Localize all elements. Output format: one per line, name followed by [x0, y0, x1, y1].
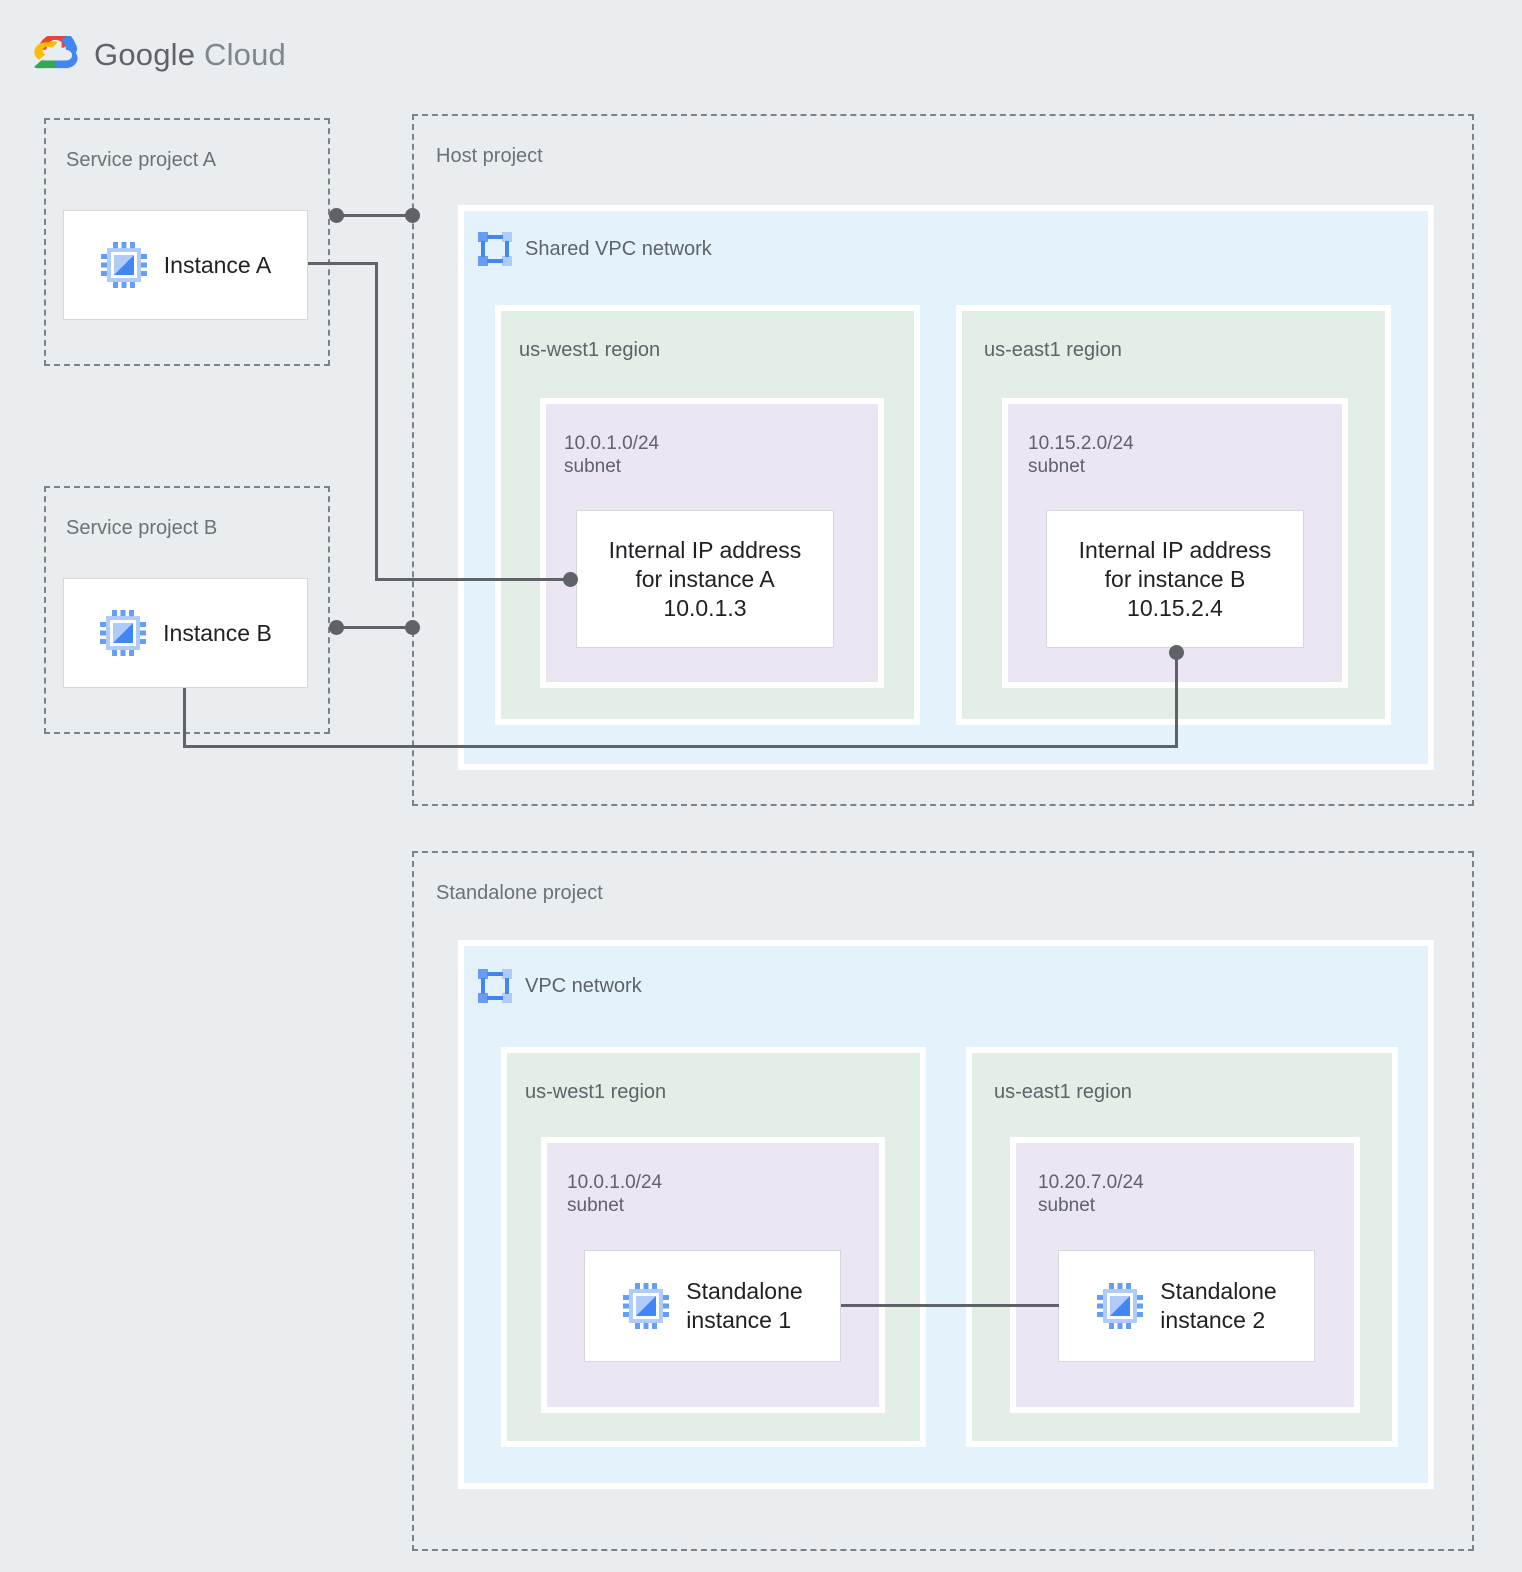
connector-b-seg1: [183, 688, 186, 748]
standalone-vpc-network-title: VPC network: [525, 974, 642, 997]
brand-cloud: Cloud: [204, 37, 286, 72]
host-project-label: Host project: [436, 145, 543, 167]
internal-ip-instance-a-text: Internal IP address for instance A 10.0.…: [608, 536, 802, 621]
host-subnet-us-west1-label: 10.0.1.0/24 subnet: [564, 433, 660, 477]
service-project-b-label: Service project B: [66, 517, 218, 539]
connector-dot-internal-ip-b: [1169, 645, 1184, 660]
host-subnet-us-east1-label: 10.15.2.0/24 subnet: [1028, 433, 1134, 477]
shared-vpc-network-title: Shared VPC network: [525, 237, 712, 260]
vm-instance-chip-icon: [1097, 1283, 1144, 1329]
connector-a-seg1: [308, 262, 378, 265]
connector-dot-host-boundary-mid: [405, 620, 420, 635]
connector-dot-host-boundary-top: [405, 208, 420, 223]
standalone-instance-1-label: Standalone instance 1: [686, 1278, 803, 1333]
connector-standalone-1-to-2: [841, 1304, 1059, 1307]
instance-b-card[interactable]: Instance B: [63, 578, 308, 688]
standalone-instance-2-card[interactable]: Standalone instance 2: [1058, 1250, 1315, 1362]
service-project-a-label: Service project A: [66, 149, 217, 171]
connector-dot-service-a-boundary: [329, 208, 344, 223]
connector-dot-service-b-boundary: [329, 620, 344, 635]
instance-a-card[interactable]: Instance A: [63, 210, 308, 320]
standalone-region-us-east1-label: us-east1 region: [994, 1081, 1132, 1103]
connector-b-seg3: [1175, 652, 1178, 748]
standalone-instance-2-label: Standalone instance 2: [1160, 1278, 1277, 1333]
standalone-project-container: Standalone project: [412, 851, 1474, 1551]
standalone-subnet-us-east1-label: 10.20.7.0/24 subnet: [1038, 1172, 1144, 1216]
vpc-network-icon: [478, 232, 512, 266]
host-region-us-west1-label: us-west1 region: [519, 339, 661, 361]
service-project-b-container: Service project B: [44, 486, 330, 734]
shared-vpc-network-header: Shared VPC network: [478, 232, 712, 266]
internal-ip-instance-a-card[interactable]: Internal IP address for instance A 10.0.…: [576, 510, 834, 648]
standalone-vpc-network-header: VPC network: [478, 969, 642, 1003]
instance-b-label: Instance B: [163, 619, 272, 646]
standalone-project-label: Standalone project: [436, 882, 603, 904]
connector-b-seg2: [183, 745, 1178, 748]
connector-instance-b-to-host-boundary: [335, 626, 413, 629]
vm-instance-chip-icon: [100, 610, 147, 656]
google-cloud-brand: Google Cloud: [34, 36, 286, 74]
internal-ip-instance-b-card[interactable]: Internal IP address for instance B 10.15…: [1046, 510, 1304, 648]
connector-instance-a-to-host-boundary: [335, 214, 413, 217]
vm-instance-chip-icon: [100, 242, 147, 288]
connector-a-seg3: [375, 578, 577, 581]
vm-instance-chip-icon: [623, 1283, 670, 1329]
instance-a-label: Instance A: [163, 251, 272, 278]
brand-wordmark: Google Cloud: [94, 37, 286, 73]
connector-dot-internal-ip-a: [563, 572, 578, 587]
host-region-us-east1-label: us-east1 region: [984, 339, 1122, 361]
standalone-subnet-us-west1-label: 10.0.1.0/24 subnet: [567, 1172, 663, 1216]
brand-google: Google: [94, 37, 196, 72]
vpc-network-icon: [478, 969, 512, 1003]
internal-ip-instance-b-text: Internal IP address for instance B 10.15…: [1078, 536, 1272, 621]
standalone-instance-1-card[interactable]: Standalone instance 1: [584, 1250, 841, 1362]
standalone-region-us-west1-label: us-west1 region: [525, 1081, 667, 1103]
connector-a-seg2: [375, 262, 378, 580]
google-cloud-logo-icon: [34, 36, 78, 69]
host-project-container: Host project: [412, 114, 1474, 806]
service-project-a-container: Service project A: [44, 118, 330, 366]
